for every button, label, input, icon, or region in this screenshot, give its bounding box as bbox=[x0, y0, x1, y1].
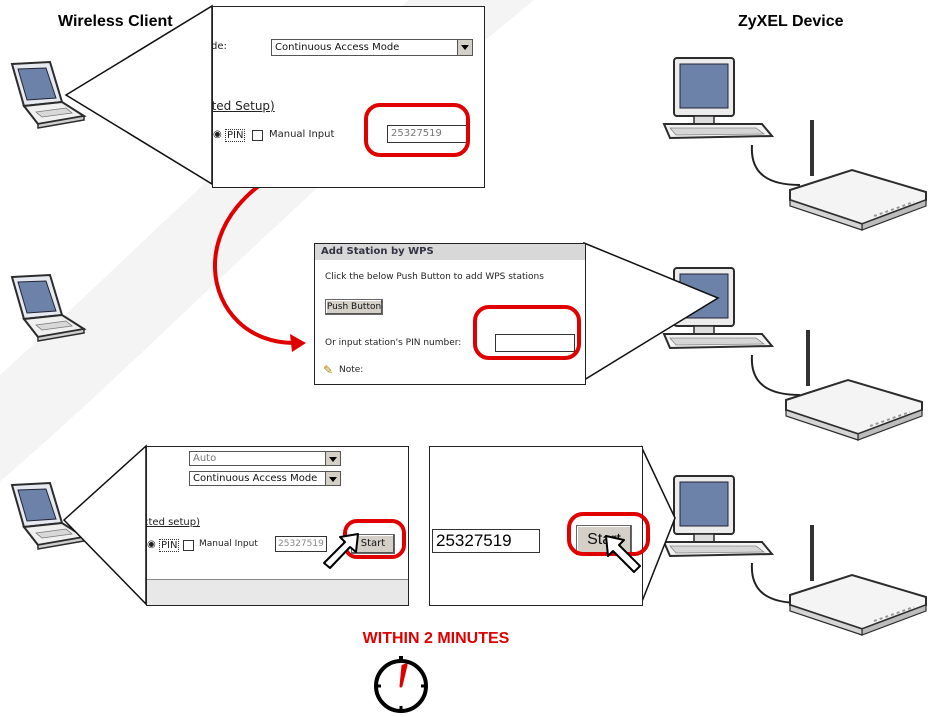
note-icon: ✎ bbox=[323, 363, 334, 377]
mode-select-2[interactable]: Continuous Access Mode bbox=[189, 471, 341, 486]
device-header: ZyXEL Device bbox=[738, 13, 844, 30]
step3-device-screenshot: 25327519 Start bbox=[429, 446, 643, 606]
auto-select[interactable]: Auto bbox=[189, 451, 341, 466]
pin-label: PIN bbox=[225, 129, 246, 142]
setup-link[interactable]: cted Setup) bbox=[212, 99, 275, 113]
highlight-ring-2 bbox=[473, 305, 581, 360]
wps-title: Add Station by WPS bbox=[321, 246, 434, 257]
client-header: Wireless Client bbox=[58, 13, 173, 30]
pin-radio-2[interactable]: ◉ bbox=[147, 539, 156, 550]
step3-client-screenshot: Auto Continuous Access Mode cted setup) … bbox=[146, 446, 409, 606]
manual-input-checkbox[interactable] bbox=[252, 130, 263, 141]
wps-instruction: Click the below Push Button to add WPS s… bbox=[325, 272, 544, 282]
setup-link-2[interactable]: cted setup) bbox=[146, 517, 200, 528]
manual-input-label-2: Manual Input bbox=[199, 539, 258, 549]
pin-display-field[interactable]: 25327519 bbox=[432, 529, 540, 553]
mode-label: de: bbox=[212, 41, 227, 52]
desktop-icon-3 bbox=[663, 475, 773, 557]
cursor-hand-icon-2 bbox=[605, 535, 641, 573]
manual-input-label: Manual Input bbox=[269, 129, 335, 140]
pin-radio[interactable]: ◉ bbox=[213, 129, 222, 140]
highlight-ring-1 bbox=[364, 103, 470, 157]
manual-input-checkbox-2[interactable] bbox=[183, 540, 194, 551]
timing-label: WITHIN 2 MINUTES bbox=[362, 630, 510, 647]
router-icon-2 bbox=[784, 328, 924, 442]
pin-label-2: PIN bbox=[159, 539, 180, 552]
cursor-hand-icon-1 bbox=[323, 533, 359, 569]
router-icon-1 bbox=[788, 118, 928, 232]
step1-screenshot: de: Continuous Access Mode cted Setup) ◉… bbox=[212, 6, 485, 188]
step2-screenshot: Add Station by WPS Click the below Push … bbox=[314, 243, 586, 385]
pin-prompt: Or input station's PIN number: bbox=[325, 338, 462, 348]
mode-select[interactable]: Continuous Access Mode bbox=[271, 39, 473, 56]
router-icon-3 bbox=[788, 523, 928, 637]
note-label: Note: bbox=[339, 365, 364, 375]
station-pin-field[interactable] bbox=[495, 334, 575, 352]
desktop-icon-1 bbox=[663, 57, 773, 139]
push-button[interactable]: Push Button bbox=[325, 299, 383, 315]
stopwatch-icon bbox=[374, 656, 428, 713]
pin-field-2[interactable]: 25327519 bbox=[275, 536, 327, 552]
